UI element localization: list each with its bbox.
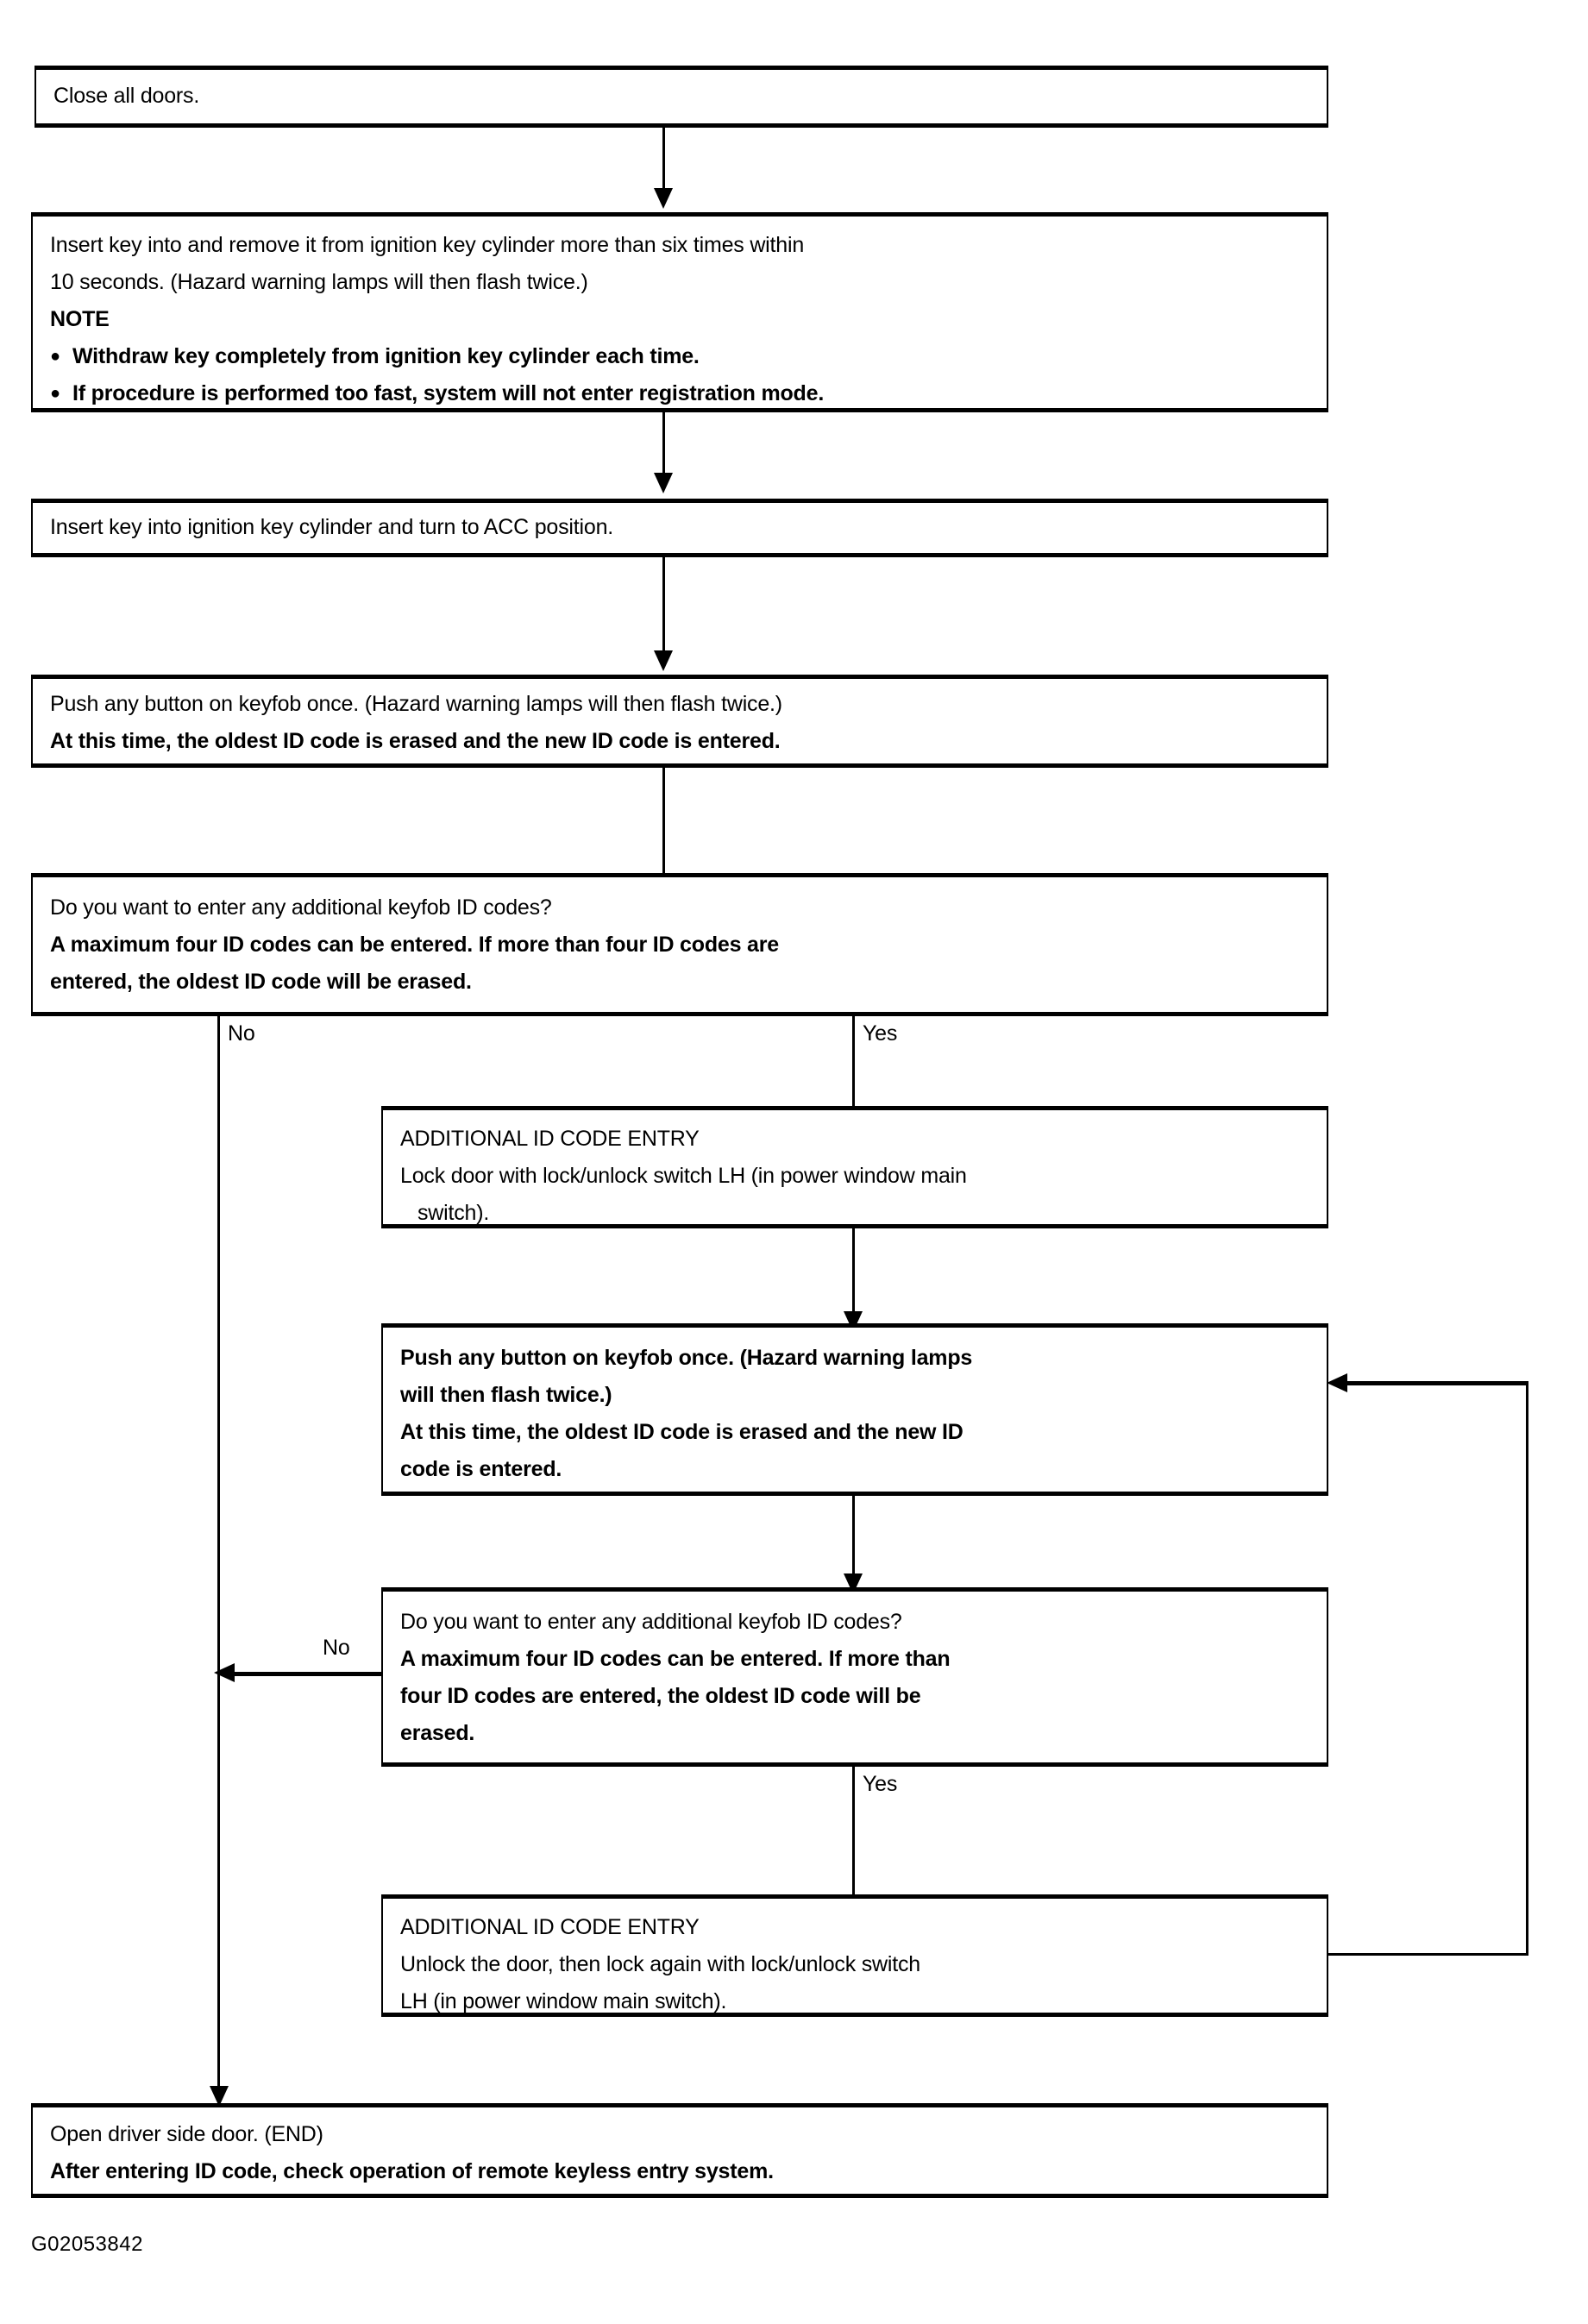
connector-loop-top bbox=[1346, 1381, 1528, 1385]
node-line: Push any button on keyfob once. (Hazard … bbox=[50, 692, 782, 716]
edge-label-yes-2: Yes bbox=[863, 1772, 898, 1796]
node-line: Open driver side door. (END) bbox=[50, 2122, 323, 2146]
node-decision-additional-codes-1: Do you want to enter any additional keyf… bbox=[31, 873, 1328, 1016]
connector-yes-branch-2 bbox=[852, 1767, 855, 1900]
node-additional-id-code-entry-1: ADDITIONAL ID CODE ENTRY Lock door with … bbox=[381, 1106, 1328, 1228]
bullet-dot-icon: ● bbox=[50, 347, 60, 366]
node-line: switch). bbox=[417, 1201, 490, 1225]
note-bullet-item: ● Withdraw key completely from ignition … bbox=[50, 338, 1309, 375]
note-heading: NOTE bbox=[50, 307, 110, 331]
connector-loop-right bbox=[1526, 1381, 1528, 1955]
node-line: 10 seconds. (Hazard warning lamps will t… bbox=[50, 270, 588, 294]
connector-line bbox=[662, 768, 665, 878]
node-line: Do you want to enter any additional keyf… bbox=[400, 1610, 902, 1634]
node-line: Lock door with lock/unlock switch LH (in… bbox=[400, 1164, 967, 1188]
node-insert-remove-key: Insert key into and remove it from ignit… bbox=[31, 212, 1328, 412]
arrow-down-icon bbox=[654, 188, 673, 209]
arrow-down-icon bbox=[654, 650, 673, 671]
node-push-button-second: Push any button on keyfob once. (Hazard … bbox=[381, 1323, 1328, 1496]
arrow-down-icon bbox=[654, 473, 673, 493]
arrow-down-icon bbox=[210, 2086, 229, 2107]
node-additional-id-code-entry-2: ADDITIONAL ID CODE ENTRY Unlock the door… bbox=[381, 1894, 1328, 2017]
node-line: code is entered. bbox=[400, 1457, 562, 1481]
node-decision-additional-codes-2: Do you want to enter any additional keyf… bbox=[381, 1587, 1328, 1767]
node-line: At this time, the oldest ID code is eras… bbox=[50, 729, 781, 753]
node-line: Do you want to enter any additional keyf… bbox=[50, 895, 552, 920]
node-line: Push any button on keyfob once. (Hazard … bbox=[400, 1346, 973, 1370]
node-turn-to-acc: Insert key into ignition key cylinder an… bbox=[31, 499, 1328, 557]
node-line: entered, the oldest ID code will be eras… bbox=[50, 970, 472, 994]
connector-no-branch-2 bbox=[233, 1672, 383, 1676]
connector-loop-bottom bbox=[1328, 1953, 1528, 1956]
figure-reference-code: G02053842 bbox=[31, 2233, 143, 2256]
connector-line bbox=[662, 557, 665, 652]
node-line: Insert key into ignition key cylinder an… bbox=[50, 515, 614, 539]
node-line: Insert key into and remove it from ignit… bbox=[50, 233, 805, 257]
note-bullet-text: If procedure is performed too fast, syst… bbox=[72, 381, 825, 405]
edge-label-no-1: No bbox=[228, 1021, 255, 1046]
connector-line bbox=[662, 412, 665, 474]
connector-line bbox=[662, 128, 665, 190]
connector-line bbox=[852, 1496, 855, 1575]
node-close-all-doors: Close all doors. bbox=[35, 66, 1328, 128]
node-line: will then flash twice.) bbox=[400, 1383, 612, 1407]
node-line: At this time, the oldest ID code is eras… bbox=[400, 1420, 963, 1444]
node-line: A maximum four ID codes can be entered. … bbox=[50, 933, 779, 957]
node-line: After entering ID code, check operation … bbox=[50, 2159, 774, 2183]
connector-yes-branch-1 bbox=[852, 1016, 855, 1111]
node-push-button-first: Push any button on keyfob once. (Hazard … bbox=[31, 675, 1328, 768]
connector-line bbox=[852, 1228, 855, 1313]
arrow-left-icon bbox=[214, 1663, 235, 1682]
bullet-dot-icon: ● bbox=[50, 384, 60, 403]
connector-no-branch-1 bbox=[217, 1016, 220, 2105]
node-line: Unlock the door, then lock again with lo… bbox=[400, 1952, 921, 1976]
node-end-open-driver-door: Open driver side door. (END) After enter… bbox=[31, 2103, 1328, 2198]
node-line: ADDITIONAL ID CODE ENTRY bbox=[400, 1915, 700, 1939]
note-bullet-item: ● If procedure is performed too fast, sy… bbox=[50, 375, 1309, 412]
node-line: four ID codes are entered, the oldest ID… bbox=[400, 1684, 921, 1708]
note-bullet-text: Withdraw key completely from ignition ke… bbox=[72, 344, 700, 368]
node-line: A maximum four ID codes can be entered. … bbox=[400, 1647, 951, 1671]
edge-label-yes-1: Yes bbox=[863, 1021, 898, 1046]
node-line: ADDITIONAL ID CODE ENTRY bbox=[400, 1127, 700, 1151]
edge-label-no-2: No bbox=[323, 1636, 350, 1660]
node-line: erased. bbox=[400, 1721, 475, 1745]
arrow-left-icon bbox=[1327, 1373, 1347, 1392]
node-line: Close all doors. bbox=[53, 84, 200, 108]
node-line: LH (in power window main switch). bbox=[400, 1989, 727, 2013]
